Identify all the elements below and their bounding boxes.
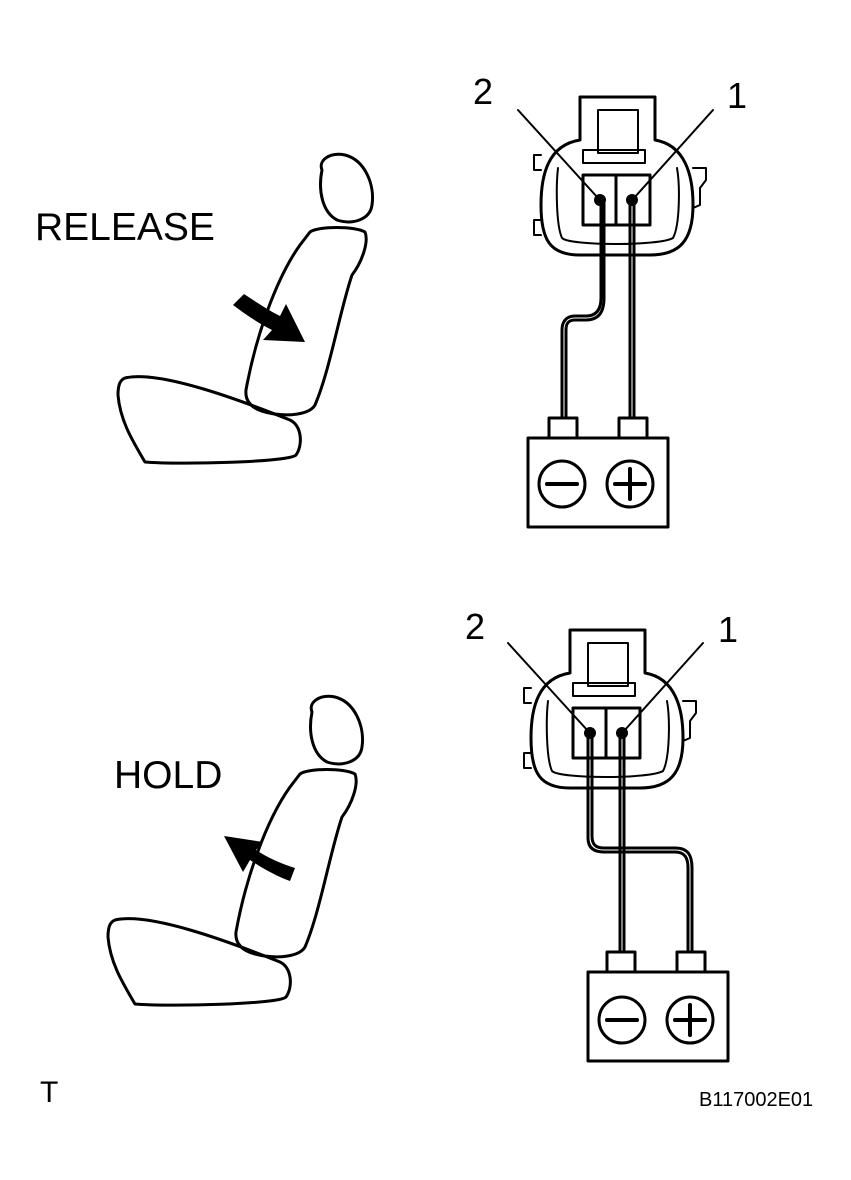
mode-label-hold: HOLD <box>114 754 223 797</box>
connector-hold <box>507 628 704 790</box>
figure-code: B117002E01 <box>699 1089 814 1111</box>
pin-label-1-hold: 1 <box>718 609 739 650</box>
pin-label-1-release: 1 <box>727 75 748 116</box>
recline-arrow-release <box>233 294 305 342</box>
battery-release <box>526 416 670 529</box>
corner-mark: T <box>40 1076 59 1109</box>
mode-label-release: RELEASE <box>35 206 215 249</box>
recline-arrow-hold <box>224 836 295 881</box>
wiring-release <box>560 198 636 420</box>
seat-hold <box>106 694 365 1007</box>
seat-release <box>116 152 375 465</box>
connector-release <box>517 95 714 257</box>
wiring-hold <box>586 731 694 954</box>
battery-hold <box>586 950 730 1063</box>
pin-label-2-release: 2 <box>473 71 494 112</box>
pin-label-2-hold: 2 <box>465 606 486 647</box>
